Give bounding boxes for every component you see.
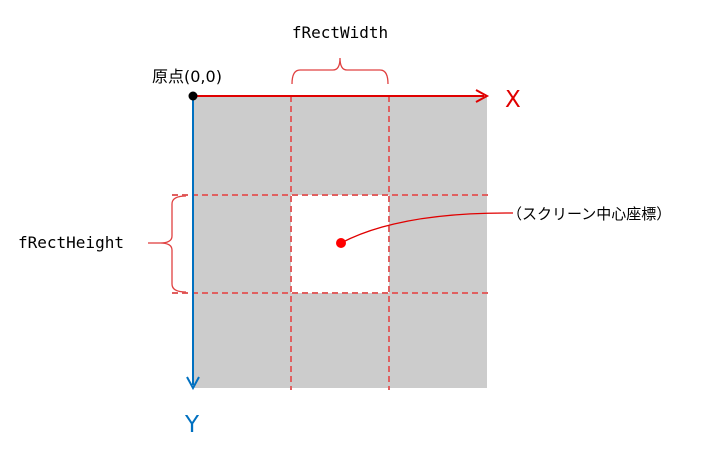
y-axis-label: Y [184, 412, 200, 438]
height-label: fRectHeight [18, 233, 124, 252]
height-brace [159, 195, 187, 293]
x-axis [193, 89, 490, 103]
origin-point [188, 91, 198, 101]
x-axis-label: X [505, 87, 521, 113]
center-leader-line [340, 212, 514, 244]
center-point [336, 238, 346, 248]
dashed-grid-lines [172, 96, 490, 390]
width-brace [291, 57, 389, 85]
origin-label: 原点(0,0) [152, 67, 222, 86]
x-axis-arrowhead [475, 89, 490, 103]
width-label: fRectWidth [292, 23, 388, 42]
y-axis [186, 96, 200, 391]
y-axis-arrowhead [186, 376, 200, 391]
screen-center-label: （スクリーン中心座標） [507, 205, 671, 223]
